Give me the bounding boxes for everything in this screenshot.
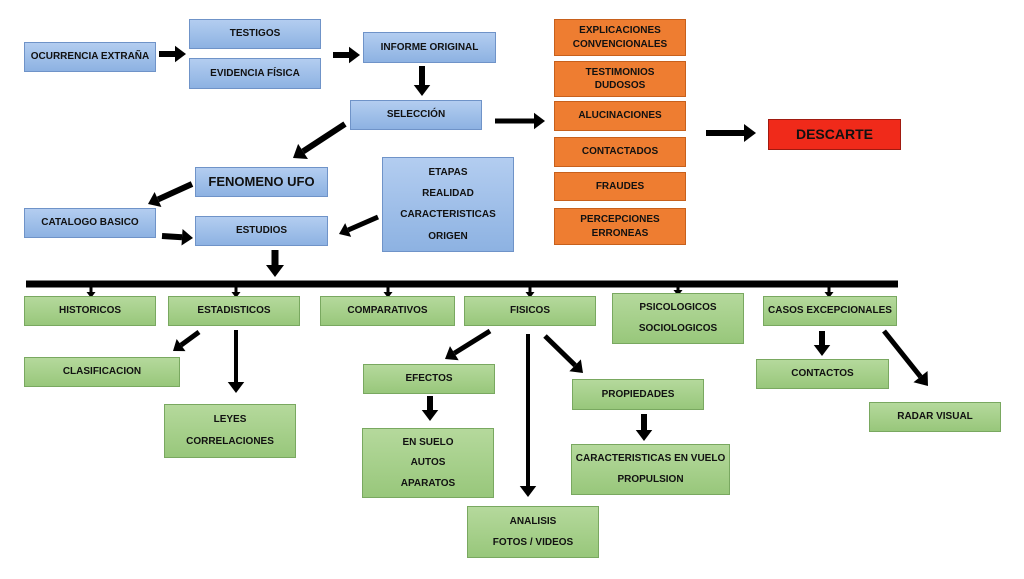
node-en-suelo: EN SUELO AUTOS APARATOS	[362, 428, 494, 498]
node-explicaciones-convencionales: EXPLICACIONES CONVENCIONALES	[554, 19, 686, 56]
node-analisis: ANALISIS FOTOS / VIDEOS	[467, 506, 599, 558]
arrow-etapas-to-estudios	[339, 214, 379, 237]
node-line: CARACTERISTICAS	[400, 209, 496, 221]
node-label: OCURRENCIA EXTRAÑA	[30, 51, 150, 63]
node-line: SOCIOLOGICOS	[638, 323, 718, 335]
node-catalogo-basico: CATALOGO BASICO	[24, 208, 156, 238]
arrow-catalogo-to-estudios	[161, 229, 193, 246]
node-fenomeno-ufo: FENOMENO UFO	[195, 167, 328, 197]
node-label: COMPARATIVOS	[347, 305, 428, 317]
node-label: FISICOS	[509, 305, 550, 317]
node-label: ESTUDIOS	[235, 225, 288, 237]
node-line: LEYES	[213, 414, 247, 426]
node-label: PROPIEDADES	[601, 388, 675, 400]
node-estudios: ESTUDIOS	[195, 216, 328, 246]
node-label: HISTORICOS	[58, 305, 122, 317]
node-line: EXPLICACIONES	[579, 25, 661, 36]
node-label: FENOMENO UFO	[208, 174, 315, 190]
arrow-fisicos-to-propiedades	[543, 334, 583, 373]
node-label: CONTACTOS	[791, 368, 854, 380]
node-descarte: DESCARTE	[768, 119, 901, 150]
node-line: AUTOS	[410, 457, 446, 469]
node-line: EN SUELO	[402, 436, 454, 448]
node-fisicos: FISICOS	[464, 296, 596, 326]
arrow-seleccion-to-fenomeno	[293, 121, 347, 159]
node-label: FRAUDES	[595, 180, 645, 192]
node-estadisticos: ESTADISTICOS	[168, 296, 300, 326]
arrow-to-informe	[333, 46, 360, 64]
arrow-seleccion-to-explicaciones	[495, 112, 545, 130]
node-efectos: EFECTOS	[363, 364, 495, 394]
node-line: CONVENCIONALES	[572, 38, 668, 50]
arrow-to-estadisticos	[231, 287, 241, 298]
arrow-to-fisicos	[525, 287, 535, 298]
node-etapas: ETAPAS REALIDAD CARACTERISTICAS ORIGEN	[382, 157, 514, 252]
node-leyes-correlaciones: LEYES CORRELACIONES	[164, 404, 296, 458]
node-testimonios-dudosos: TESTIMONIOS DUDOSOS	[554, 61, 686, 97]
node-label: DESCARTE	[795, 126, 873, 143]
node-comparativos: COMPARATIVOS	[320, 296, 455, 326]
node-label: CLASIFICACION	[62, 366, 142, 378]
node-casos-excepcionales: CASOS EXCEPCIONALES	[763, 296, 897, 326]
node-alucinaciones: ALUCINACIONES	[554, 101, 686, 131]
node-line: ANALISIS	[509, 515, 557, 527]
node-testigos: TESTIGOS	[189, 19, 321, 49]
node-line: CORRELACIONES	[186, 436, 274, 448]
node-evidencia-fisica: EVIDENCIA FÍSICA	[189, 58, 321, 89]
arrow-casos-to-radar	[882, 329, 928, 386]
node-contactos: CONTACTOS	[756, 359, 889, 389]
node-line: TESTIMONIOS	[585, 66, 655, 78]
node-line: ORIGEN	[428, 230, 468, 242]
node-label: CATALOGO BASICO	[41, 217, 139, 229]
node-line: APARATOS	[400, 477, 456, 489]
node-line: PROPULSION	[617, 474, 684, 486]
node-line: FOTOS / VIDEOS	[492, 536, 574, 548]
node-line: REALIDAD	[422, 188, 474, 200]
node-label: TESTIGOS	[229, 28, 281, 40]
arrow-explicaciones-to-descarte	[706, 124, 756, 142]
arrow-fisicos-to-efectos	[445, 328, 492, 361]
node-ocurrencia-extrana: OCURRENCIA EXTRAÑA	[24, 42, 156, 72]
arrow-efectos-to-en-suelo	[421, 396, 439, 421]
node-label: EVIDENCIA FÍSICA	[210, 67, 300, 79]
arrow-estudios-down	[266, 250, 284, 277]
node-clasificacion: CLASIFICACION	[24, 357, 180, 387]
node-fraudes: FRAUDES	[554, 172, 686, 201]
node-psicologicos-sociologicos: PSICOLOGICOS SOCIOLOGICOS	[612, 293, 744, 344]
node-label: CONTACTADOS	[581, 146, 659, 158]
node-label: INFORME ORIGINAL	[380, 41, 479, 53]
arrow-estadisticos-to-leyes	[227, 330, 245, 393]
node-line: ETAPAS	[428, 166, 468, 178]
node-radar-visual: RADAR VISUAL	[869, 402, 1001, 432]
node-seleccion: SELECCIÓN	[350, 100, 482, 130]
node-label: CASOS EXCEPCIONALES	[768, 305, 892, 317]
arrow-propiedades-to-vuelo	[635, 414, 653, 441]
node-informe-original: INFORME ORIGINAL	[363, 32, 496, 63]
arrow-fenomeno-to-catalogo	[148, 181, 194, 207]
node-line: CARACTERISTICAS EN VUELO	[575, 453, 726, 465]
arrow-estadisticos-to-clasificacion	[173, 329, 201, 352]
arrow-to-historicos	[86, 287, 96, 298]
node-caracteristicas-vuelo: CARACTERISTICAS EN VUELO PROPULSION	[571, 444, 730, 495]
node-label: RADAR VISUAL	[897, 411, 973, 423]
node-label: SELECCIÓN	[386, 109, 446, 121]
arrow-fisicos-to-analisis	[519, 334, 537, 497]
node-label: ALUCINACIONES	[578, 110, 662, 122]
node-line: ERRONEAS	[591, 227, 649, 239]
arrow-informe-to-seleccion	[413, 66, 431, 96]
node-contactados: CONTACTADOS	[554, 137, 686, 167]
arrow-ocurrencia-to-witnesses	[159, 45, 186, 63]
node-line: DUDOSOS	[594, 80, 646, 91]
node-propiedades: PROPIEDADES	[572, 379, 704, 410]
node-label: EFECTOS	[405, 373, 453, 385]
arrow-to-comparativos	[383, 287, 393, 298]
node-label: ESTADISTICOS	[197, 305, 271, 317]
arrow-casos-to-contactos	[813, 331, 831, 356]
arrow-to-casos	[824, 287, 834, 298]
node-historicos: HISTORICOS	[24, 296, 156, 326]
node-percepciones-erroneas: PERCEPCIONES ERRONEAS	[554, 208, 686, 245]
node-line: PERCEPCIONES	[580, 214, 660, 225]
node-line: PSICOLOGICOS	[639, 302, 717, 314]
